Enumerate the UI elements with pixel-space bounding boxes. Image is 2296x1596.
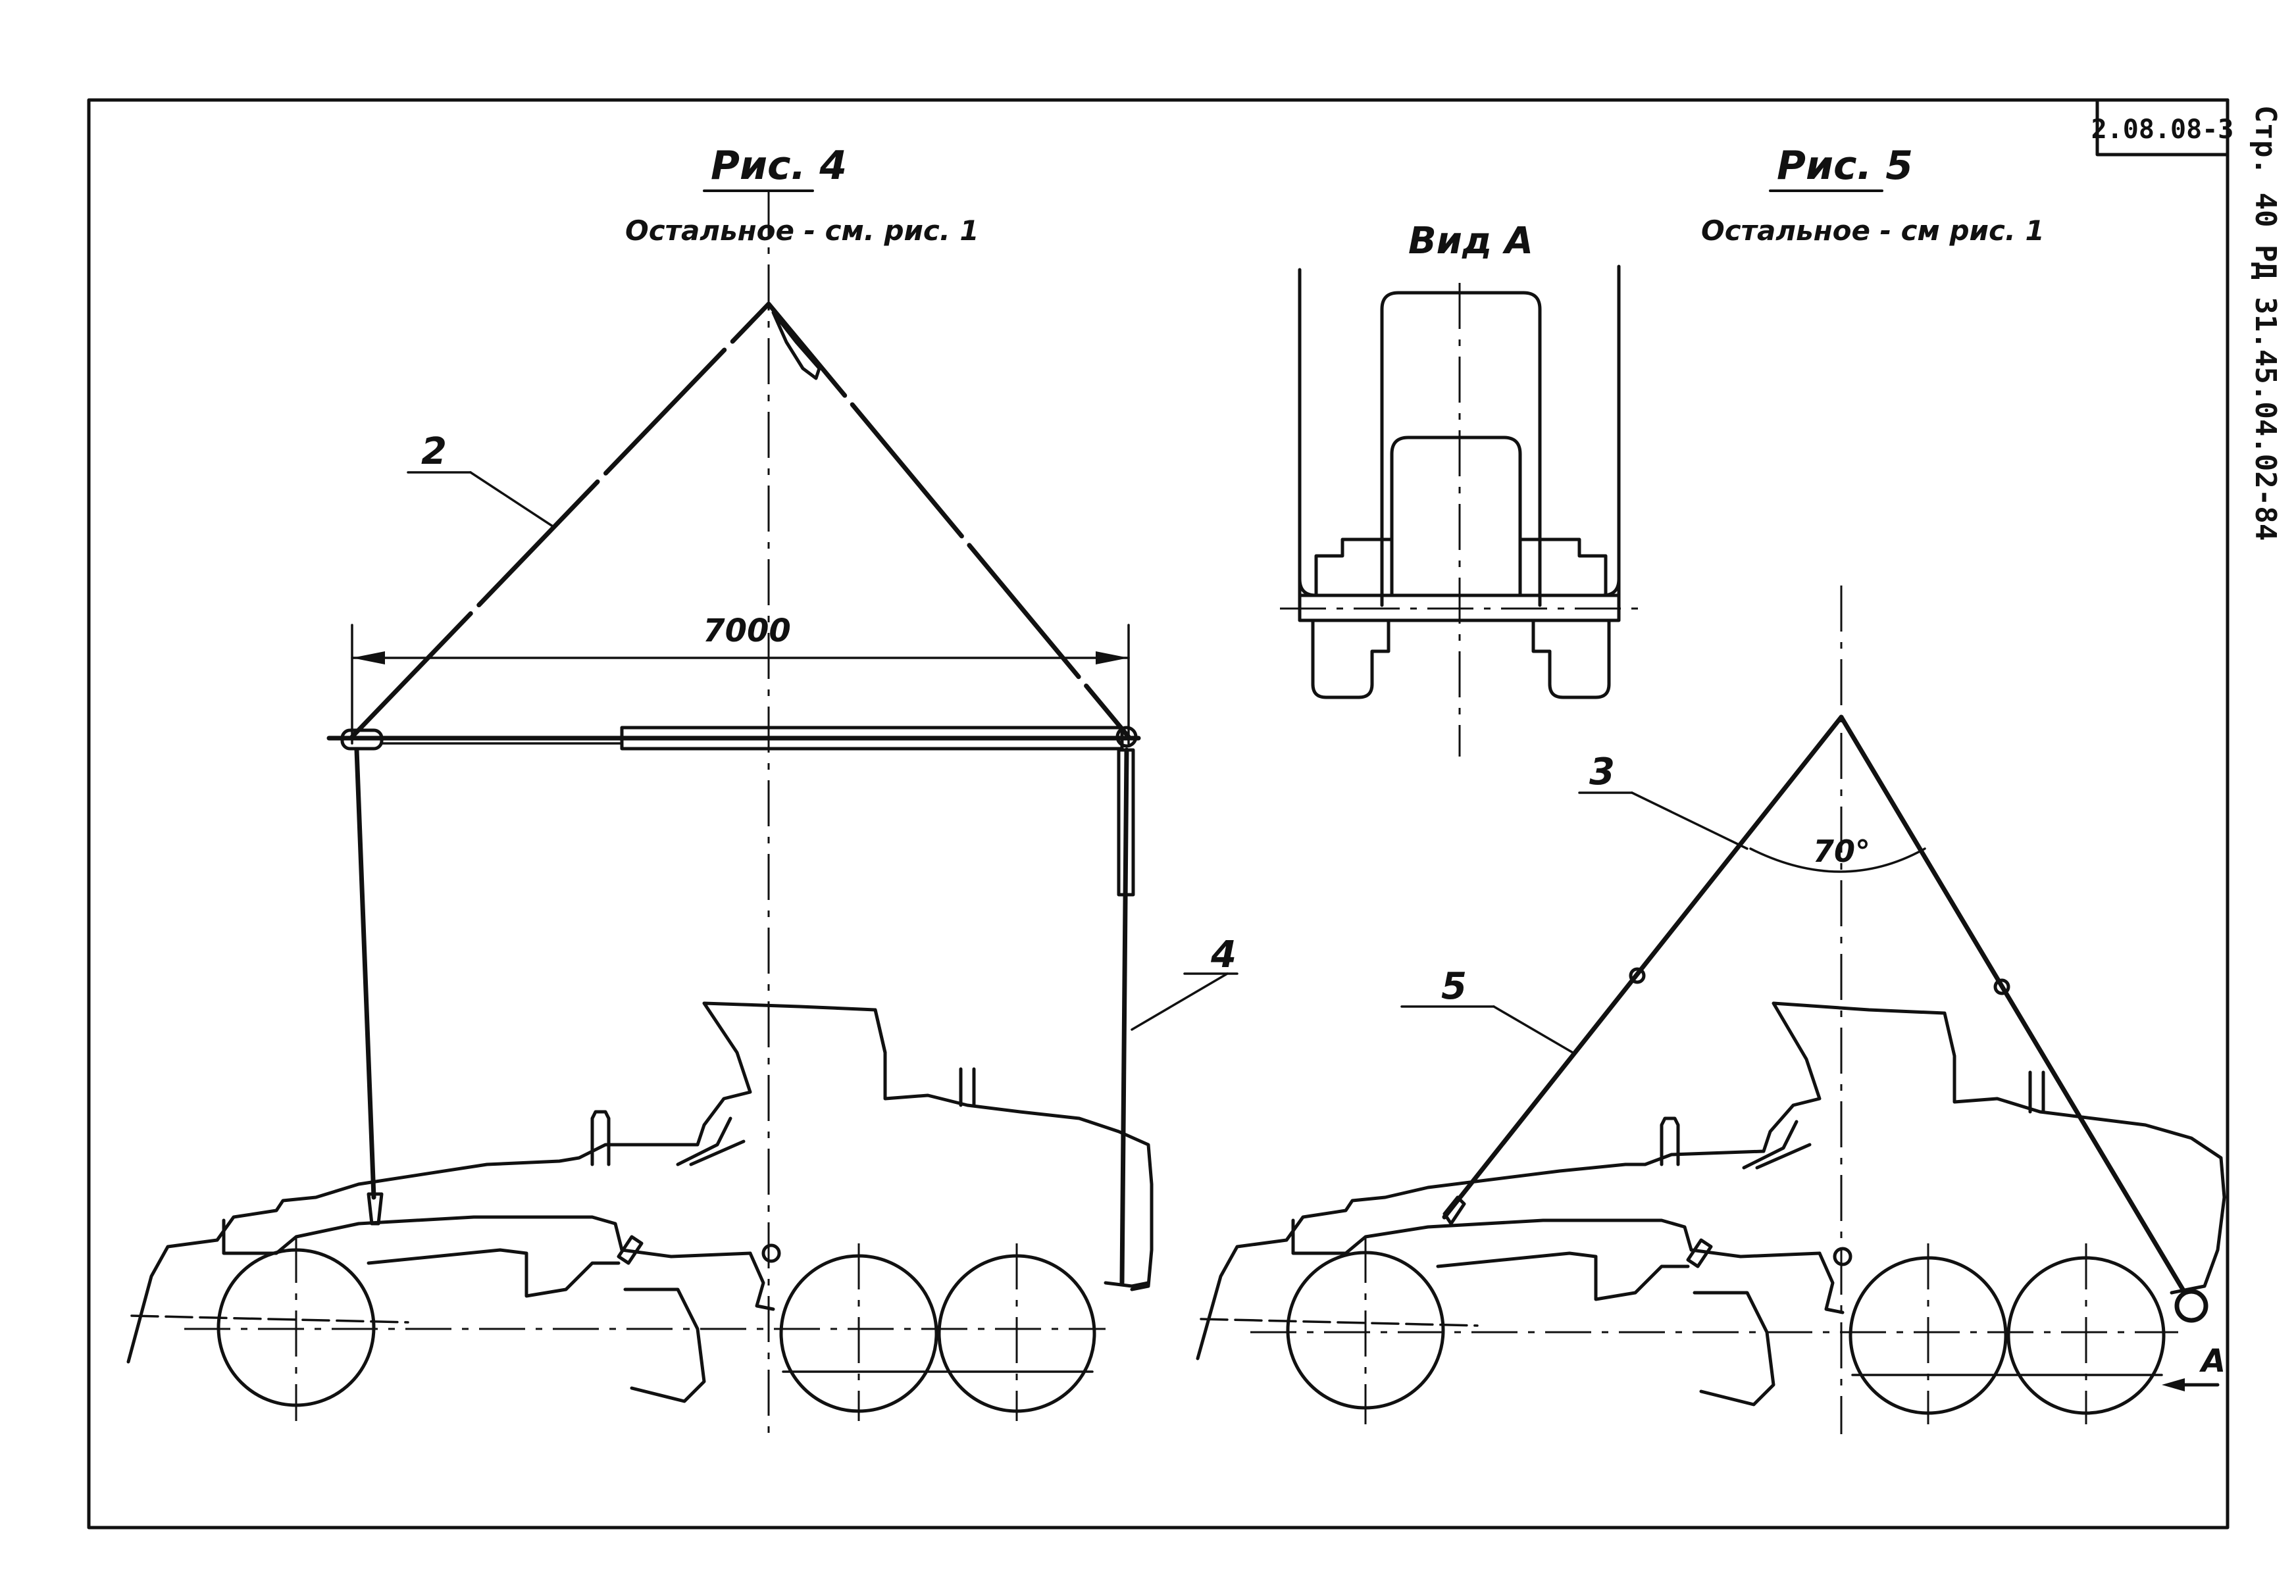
- dimension-arrow-left: [352, 651, 385, 664]
- figure-4-title: Рис. 4: [711, 143, 847, 189]
- angle-label: 70°: [1813, 834, 1870, 869]
- callout-4: 4: [1210, 934, 1237, 976]
- view-a: Вид А: [1280, 220, 1639, 757]
- shackle-right: [1993, 978, 2010, 995]
- figure-5: Рис. 5 Остальное - см рис. 1 70° 3 5 А: [1196, 143, 2226, 1434]
- lifting-eye-rear: [2174, 1289, 2208, 1323]
- view-a-arrow-label: А: [2199, 1343, 2226, 1380]
- figure-4-note: Остальное - см. рис. 1: [625, 214, 979, 247]
- shackle-left: [1629, 967, 1646, 984]
- sling-2: [349, 301, 1131, 739]
- callout-5-leader-slant: [1492, 1005, 1574, 1054]
- callout-5: 5: [1441, 965, 1467, 1008]
- callout-4-leader: [1131, 972, 1229, 1031]
- dimension-arrow-right: [1096, 651, 1129, 664]
- figure-5-note: Остальное - см рис. 1: [1701, 214, 2045, 247]
- spreader-beam: [326, 726, 1141, 751]
- sling-5-hook: [1442, 1195, 1466, 1226]
- view-a-label: Вид А: [1408, 220, 1533, 262]
- callout-3: 3: [1589, 751, 1615, 793]
- sling-4: [1119, 747, 1129, 1285]
- sling-4-turnbuckle: [1117, 748, 1135, 897]
- sling-3-right: [1839, 714, 2187, 1295]
- sheet-frame: [87, 98, 2230, 1530]
- figure-4: Рис. 4 Остальное - см. рис. 1 7000: [126, 143, 1238, 1434]
- angle-arc: [1749, 847, 1926, 873]
- sling-3: [1442, 714, 1844, 1220]
- callout-3-leader-slant: [1631, 791, 1748, 850]
- page-reference: Стр. 40 РД 31.45.04.02-84: [2249, 105, 2282, 541]
- sling-hook: [771, 311, 821, 380]
- callout-2-leader-slant: [469, 471, 554, 528]
- sheet-code: 2.08.08-3: [2091, 114, 2234, 145]
- dimension-value: 7000: [703, 612, 791, 649]
- figure-5-title: Рис. 5: [1777, 143, 1913, 189]
- callout-2: 2: [421, 430, 447, 473]
- sling-left-vertical: [354, 747, 376, 1200]
- motor-grader-fig4: [126, 1001, 1154, 1403]
- motor-grader-fig5: [1196, 1001, 2226, 1407]
- view-a-arrowhead: [2162, 1378, 2185, 1391]
- sheet-code-stamp: 2.08.08-3: [2091, 98, 2234, 157]
